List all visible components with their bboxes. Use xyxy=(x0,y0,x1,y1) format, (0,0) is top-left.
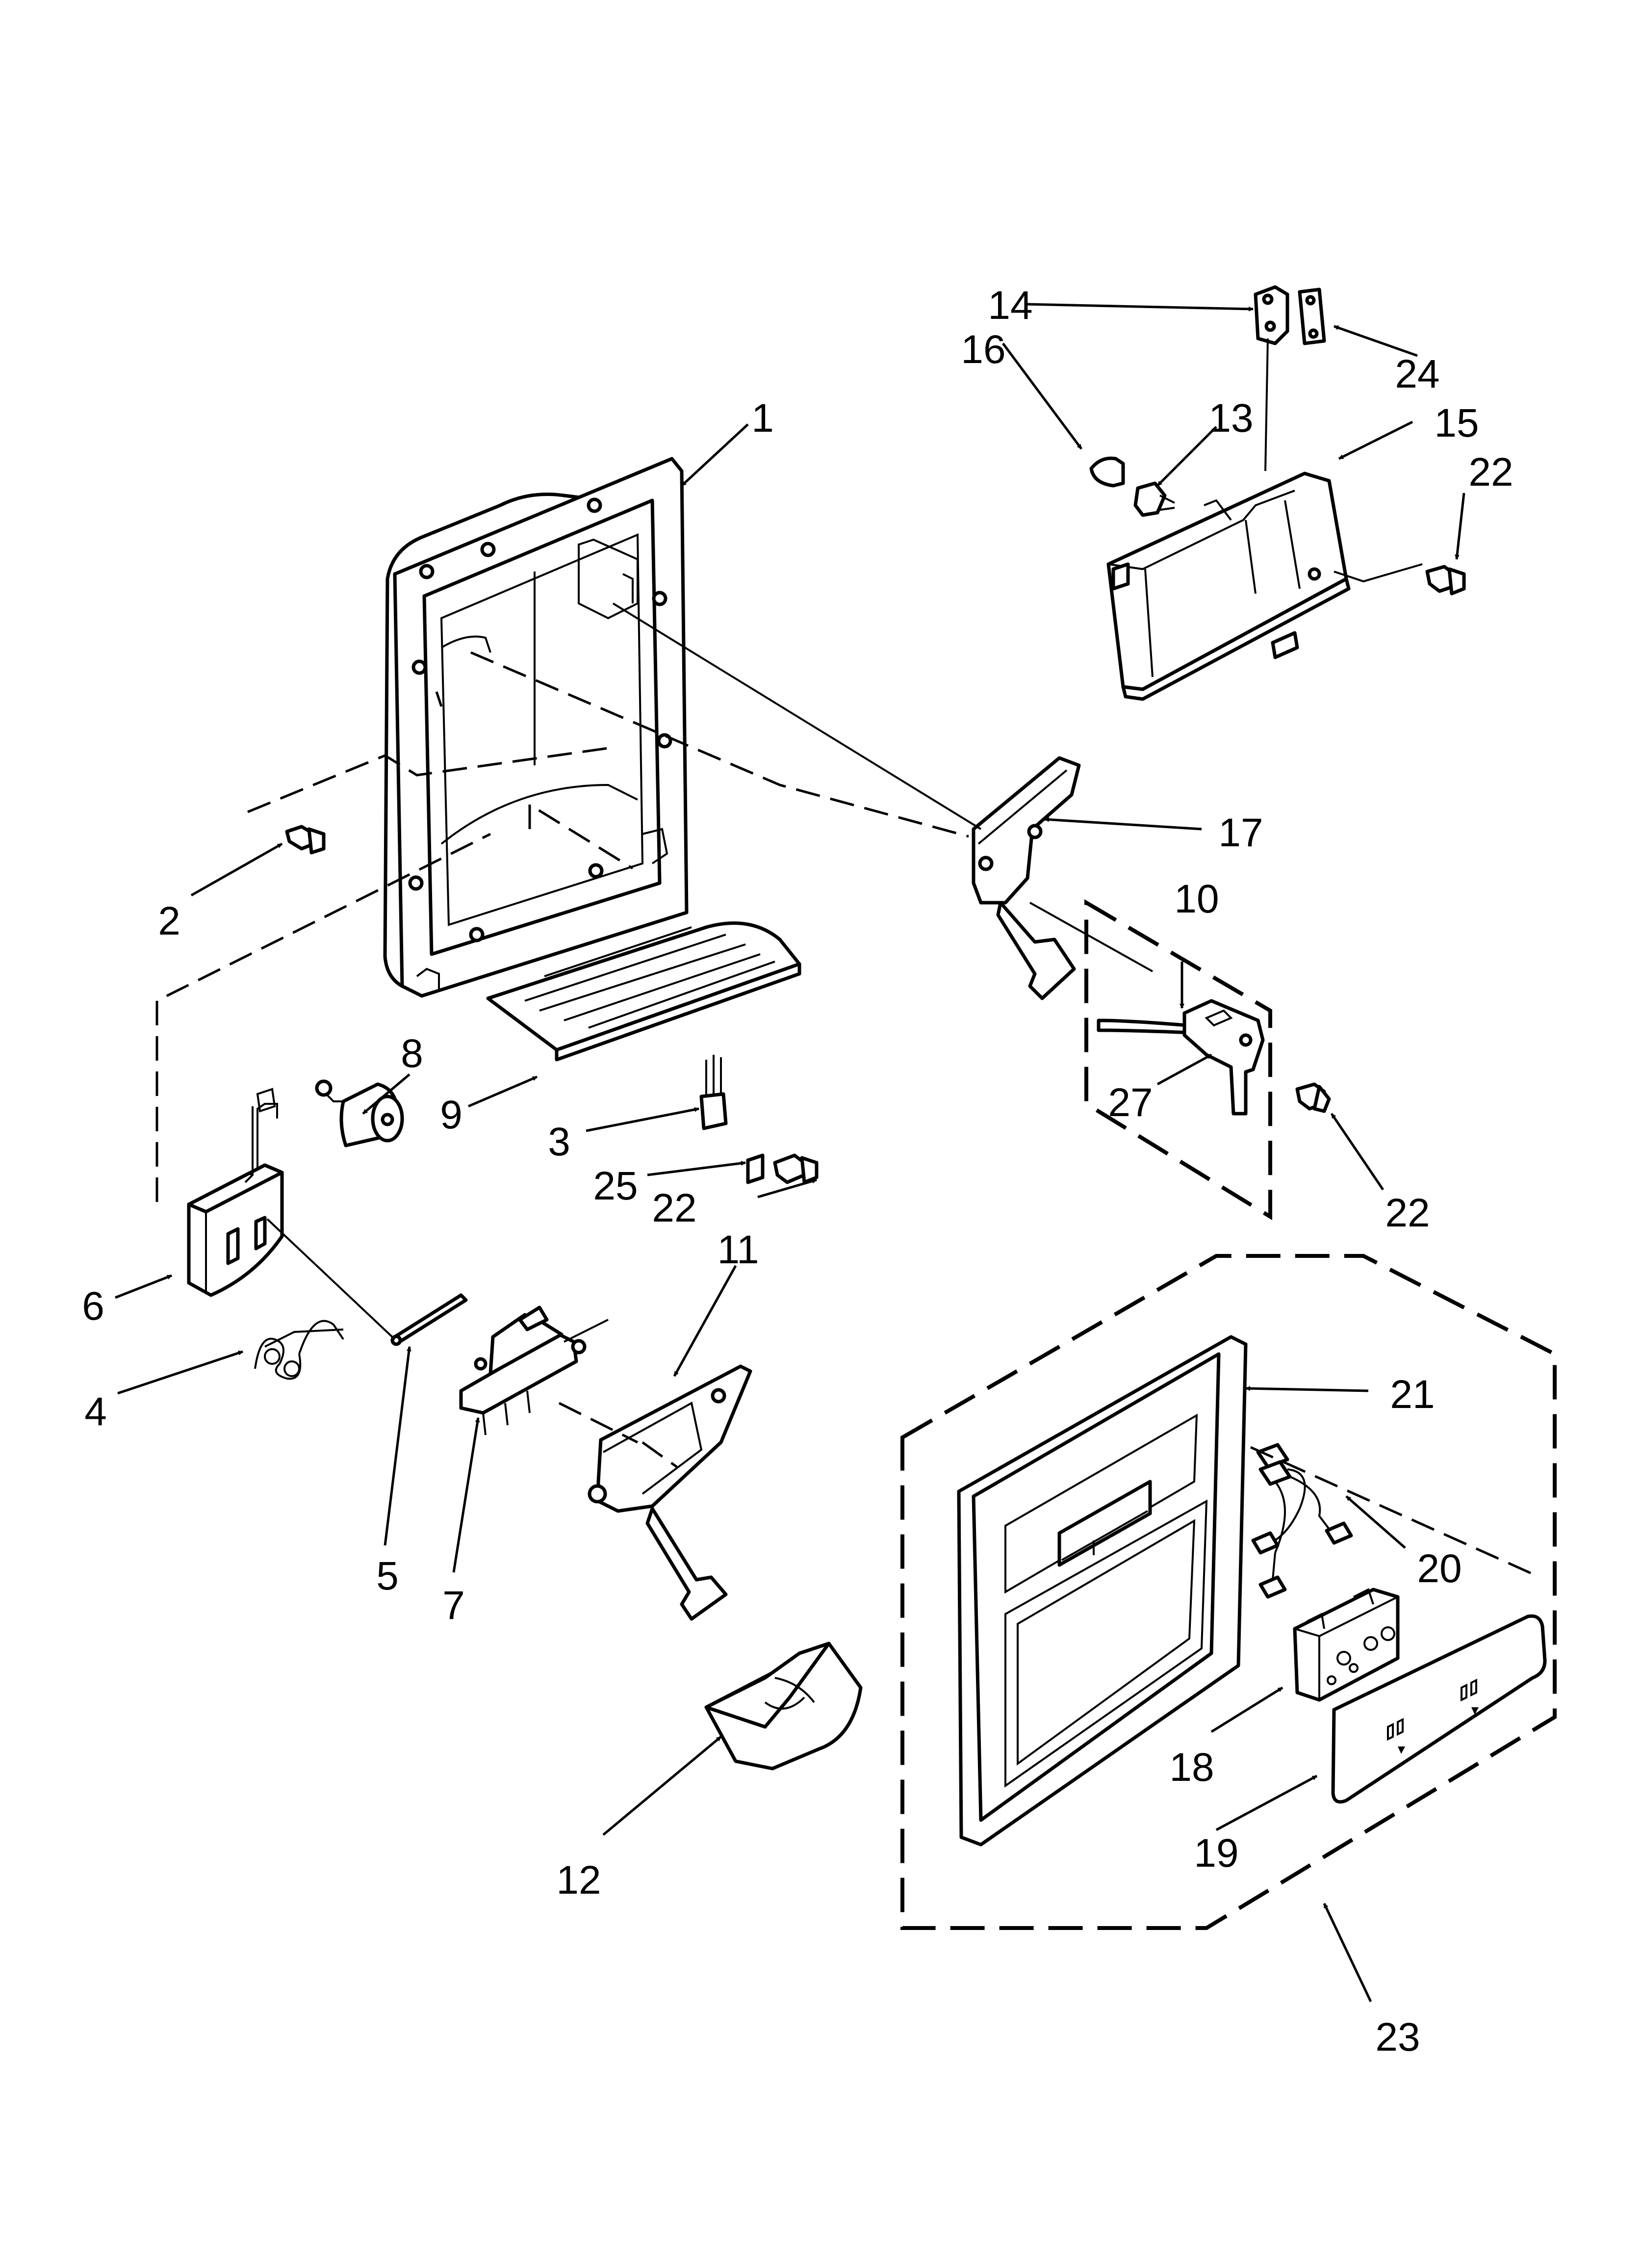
callout-23: 23 xyxy=(1375,2015,1420,2059)
callout-8: 8 xyxy=(401,1031,423,1076)
callout-6: 6 xyxy=(82,1284,104,1329)
part-19-overlay xyxy=(1331,1614,1547,1804)
part-4-spring xyxy=(254,1320,344,1380)
leader-arrows xyxy=(115,303,1465,2003)
callout-24: 24 xyxy=(1395,352,1439,396)
callout-13: 13 xyxy=(1208,396,1253,441)
callout-20: 20 xyxy=(1417,1546,1462,1591)
callout-4: 4 xyxy=(84,1389,107,1434)
part-13-socket xyxy=(1133,481,1175,517)
callout-27: 27 xyxy=(1108,1080,1153,1125)
part-15-housing xyxy=(1106,471,1351,701)
callout-25: 25 xyxy=(593,1164,638,1208)
part-21-front-panel xyxy=(957,1335,1248,1847)
part-17-bracket xyxy=(972,756,1081,1000)
callout-18: 18 xyxy=(1169,1745,1214,1790)
part-3-clip xyxy=(699,1055,728,1130)
callout-3: 3 xyxy=(548,1120,570,1164)
part-1-housing xyxy=(383,457,689,998)
callout-22-top: 22 xyxy=(1468,450,1513,495)
part-22-screw-right xyxy=(1295,1082,1331,1113)
part-9-drip-tray xyxy=(486,921,801,1062)
callout-22-right: 22 xyxy=(1385,1191,1430,1235)
callout-11: 11 xyxy=(717,1227,759,1272)
part-12-chute xyxy=(704,1642,863,1771)
callout-1: 1 xyxy=(751,396,774,441)
part-27-lever xyxy=(1097,999,1265,1116)
callout-16: 16 xyxy=(961,327,1005,372)
callout-5: 5 xyxy=(376,1554,399,1598)
part-20-harness xyxy=(1251,1443,1353,1599)
callout-9: 9 xyxy=(440,1093,462,1137)
part-6-module xyxy=(187,1088,284,1297)
part-22-screw-top xyxy=(1425,565,1466,596)
part-11-lever xyxy=(588,1364,752,1621)
part-14-switch xyxy=(1254,285,1289,345)
callout-17: 17 xyxy=(1218,810,1263,855)
assembly-lines xyxy=(155,338,1541,1579)
part-16-bulb xyxy=(1089,456,1125,488)
callout-22-center: 22 xyxy=(652,1186,696,1230)
callout-labels: 1 2 3 4 5 6 7 8 9 10 11 12 13 14 15 16 1… xyxy=(82,283,1513,2059)
part-7-actuator xyxy=(459,1305,609,1435)
callout-15: 15 xyxy=(1434,401,1479,445)
part-22-screw-center xyxy=(773,1153,819,1184)
part-18-control xyxy=(1293,1588,1400,1702)
callout-12: 12 xyxy=(556,1858,601,1903)
callout-14: 14 xyxy=(988,283,1032,328)
callout-2: 2 xyxy=(158,899,180,943)
group-box-10 xyxy=(1084,899,1272,1221)
group-box-23 xyxy=(900,1254,1557,1930)
part-2-screw xyxy=(285,825,326,855)
callout-7: 7 xyxy=(442,1583,465,1628)
part-25-clip xyxy=(746,1153,765,1184)
callout-10: 10 xyxy=(1174,877,1219,921)
part-24-plate xyxy=(1298,287,1326,345)
part-5-rod xyxy=(390,1293,468,1346)
callout-19: 19 xyxy=(1194,1831,1238,1876)
callout-21: 21 xyxy=(1390,1372,1435,1417)
